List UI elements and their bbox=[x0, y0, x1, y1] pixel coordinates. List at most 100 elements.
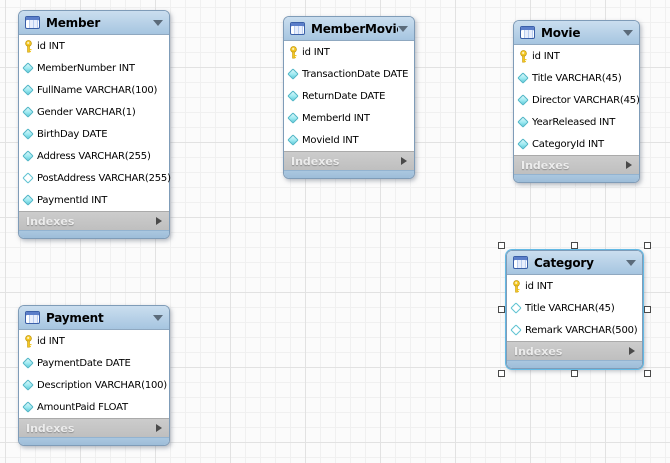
column-label: Description VARCHAR(100) bbox=[37, 379, 168, 391]
expand-triangle-right-icon[interactable] bbox=[156, 217, 162, 225]
filled-diamond-icon bbox=[22, 401, 34, 413]
column-label: BirthDay DATE bbox=[37, 128, 108, 140]
column-label: Title VARCHAR(45) bbox=[525, 302, 615, 314]
column-row[interactable]: Title VARCHAR(45) bbox=[514, 67, 639, 89]
selection-handle-w[interactable] bbox=[498, 305, 505, 313]
filled-diamond-icon bbox=[517, 116, 529, 128]
table-node-category[interactable]: Category id INT Title VARCHAR(45) Remark… bbox=[498, 242, 651, 377]
expand-triangle-right-icon[interactable] bbox=[629, 347, 635, 355]
expand-triangle-right-icon[interactable] bbox=[401, 157, 407, 165]
collapse-triangle-down-icon[interactable] bbox=[153, 19, 163, 26]
table-header[interactable]: Member bbox=[19, 11, 169, 35]
collapse-triangle-down-icon[interactable] bbox=[626, 259, 636, 266]
table-node-movie[interactable]: Movie id INT Title VARCHAR(45) Director … bbox=[513, 20, 640, 183]
filled-diamond-icon bbox=[287, 68, 299, 80]
filled-diamond-icon bbox=[517, 138, 529, 150]
selection-handle-se[interactable] bbox=[644, 370, 651, 377]
column-row[interactable]: PaymentId INT bbox=[19, 189, 169, 211]
collapse-triangle-down-icon[interactable] bbox=[398, 25, 408, 32]
column-row[interactable]: ReturnDate DATE bbox=[284, 85, 414, 107]
column-row[interactable]: MemberNumber INT bbox=[19, 57, 169, 79]
column-icon-wrap bbox=[517, 138, 532, 150]
selection-handle-nw[interactable] bbox=[498, 242, 505, 249]
key-icon bbox=[25, 39, 32, 53]
selection-handle-s[interactable] bbox=[570, 370, 578, 377]
table-node-member[interactable]: Member id INT MemberNumber INT FullName … bbox=[18, 10, 171, 239]
column-row[interactable]: BirthDay DATE bbox=[19, 123, 169, 145]
selection-handle-n[interactable] bbox=[570, 242, 578, 249]
collapse-triangle-down-icon[interactable] bbox=[623, 29, 633, 36]
column-label: Director VARCHAR(45) bbox=[532, 94, 640, 106]
table-bottom-bar bbox=[507, 360, 642, 368]
column-row[interactable]: Remark VARCHAR(500) bbox=[507, 319, 642, 341]
column-icon-wrap bbox=[22, 150, 37, 162]
column-row[interactable]: Address VARCHAR(255) bbox=[19, 145, 169, 167]
column-label: MemberNumber INT bbox=[37, 62, 135, 74]
column-label: PostAddress VARCHAR(255) bbox=[37, 172, 171, 184]
table-icon bbox=[25, 16, 40, 29]
column-label: id INT bbox=[302, 46, 330, 58]
column-row[interactable]: Description VARCHAR(100) bbox=[19, 374, 169, 396]
column-row[interactable]: MovieId INT bbox=[284, 129, 414, 151]
column-icon-wrap bbox=[287, 90, 302, 102]
column-icon-wrap bbox=[22, 379, 37, 391]
table-header[interactable]: Movie bbox=[514, 21, 639, 45]
filled-diamond-icon bbox=[22, 150, 34, 162]
indexes-bar[interactable]: Indexes bbox=[19, 418, 169, 437]
column-icon-wrap bbox=[22, 357, 37, 369]
hollow-diamond-icon bbox=[510, 324, 522, 336]
expand-triangle-right-icon[interactable] bbox=[626, 161, 632, 169]
column-icon-wrap bbox=[22, 172, 37, 184]
column-label: FullName VARCHAR(100) bbox=[37, 84, 158, 96]
indexes-label: Indexes bbox=[26, 421, 75, 435]
indexes-bar[interactable]: Indexes bbox=[507, 341, 642, 360]
table-icon bbox=[520, 26, 535, 39]
column-row[interactable]: Director VARCHAR(45) bbox=[514, 89, 640, 111]
table-bottom-bar bbox=[19, 230, 169, 238]
column-row[interactable]: Title VARCHAR(45) bbox=[507, 297, 642, 319]
indexes-bar[interactable]: Indexes bbox=[19, 211, 169, 230]
table-columns: id INT PaymentDate DATE Description VARC… bbox=[19, 330, 169, 418]
column-row[interactable]: YearReleased INT bbox=[514, 111, 639, 133]
column-row[interactable]: id INT bbox=[514, 45, 639, 67]
selection-handle-ne[interactable] bbox=[644, 242, 651, 249]
selection-handle-sw[interactable] bbox=[498, 370, 505, 377]
column-row[interactable]: id INT bbox=[19, 330, 169, 352]
expand-triangle-right-icon[interactable] bbox=[156, 424, 162, 432]
column-row[interactable]: FullName VARCHAR(100) bbox=[19, 79, 169, 101]
key-icon bbox=[520, 49, 527, 63]
column-label: MovieId INT bbox=[302, 134, 359, 146]
indexes-bar[interactable]: Indexes bbox=[514, 155, 639, 174]
column-row[interactable]: AmountPaid FLOAT bbox=[19, 396, 169, 418]
column-icon-wrap bbox=[519, 49, 532, 63]
column-icon-wrap bbox=[517, 94, 532, 106]
table-icon bbox=[25, 311, 40, 324]
column-icon-wrap bbox=[287, 134, 302, 146]
column-row[interactable]: id INT bbox=[507, 275, 642, 297]
table-title: Payment bbox=[46, 310, 104, 325]
column-label: id INT bbox=[37, 335, 65, 347]
column-row[interactable]: PaymentDate DATE bbox=[19, 352, 169, 374]
column-row[interactable]: id INT bbox=[19, 35, 169, 57]
selection-handle-e[interactable] bbox=[644, 305, 651, 313]
collapse-triangle-down-icon[interactable] bbox=[153, 314, 163, 321]
indexes-bar[interactable]: Indexes bbox=[284, 151, 414, 170]
indexes-label: Indexes bbox=[26, 214, 75, 228]
column-icon-wrap bbox=[517, 116, 532, 128]
table-header[interactable]: MemberMovie bbox=[284, 17, 414, 41]
column-row[interactable]: PostAddress VARCHAR(255) bbox=[19, 167, 171, 189]
table-header[interactable]: Payment bbox=[19, 306, 169, 330]
column-row[interactable]: MemberId INT bbox=[284, 107, 414, 129]
column-row[interactable]: id INT bbox=[284, 41, 414, 63]
table-node-payment[interactable]: Payment id INT PaymentDate DATE Descript… bbox=[18, 305, 170, 446]
table-node-membermovie[interactable]: MemberMovie id INT TransactionDate DATE … bbox=[283, 16, 415, 179]
column-row[interactable]: TransactionDate DATE bbox=[284, 63, 414, 85]
table-header[interactable]: Category bbox=[507, 251, 642, 275]
table-title: Movie bbox=[541, 25, 581, 40]
column-row[interactable]: CategoryId INT bbox=[514, 133, 639, 155]
column-icon-wrap bbox=[287, 68, 302, 80]
hollow-diamond-icon bbox=[22, 172, 34, 184]
column-row[interactable]: Gender VARCHAR(1) bbox=[19, 101, 169, 123]
column-icon-wrap bbox=[287, 112, 302, 124]
